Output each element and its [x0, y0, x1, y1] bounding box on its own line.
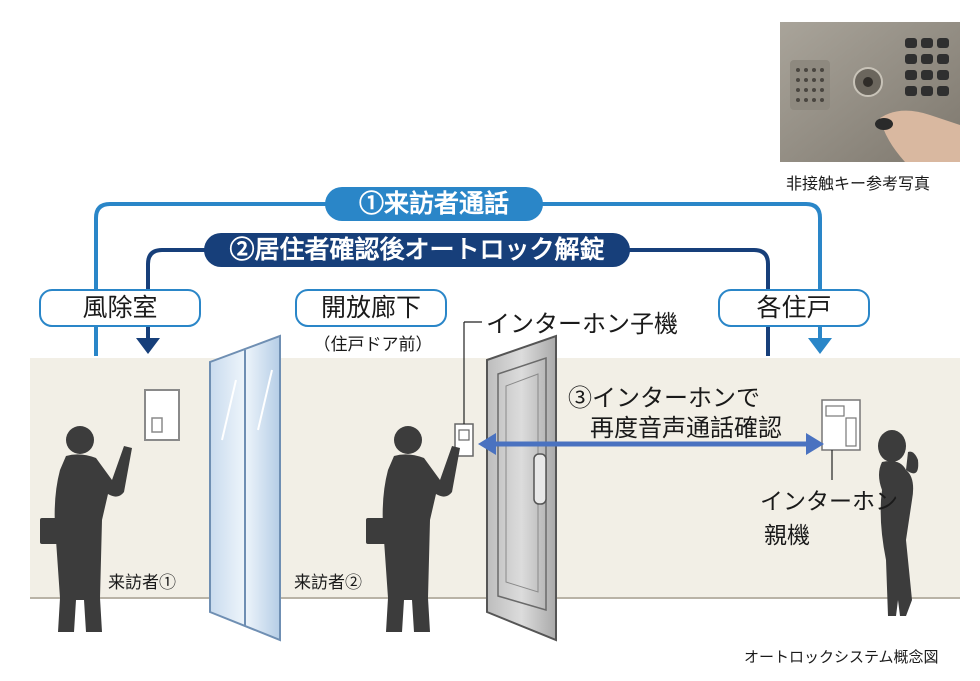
visitor1-label: 来訪者①	[108, 573, 176, 593]
zone-unit-label: 各住戸	[756, 293, 832, 322]
flow3-label-line1: ③インターホンで	[568, 384, 760, 412]
flow3-label-line2: 再度音声通話確認	[590, 414, 782, 442]
diagram-caption: オートロックシステム概念図	[744, 648, 939, 666]
slave-intercom	[454, 321, 482, 457]
entrance-panel	[144, 389, 180, 441]
photo-caption: 非接触キー参考写真	[786, 174, 931, 193]
glass-door	[209, 334, 281, 642]
visitor1-silhouette	[40, 426, 132, 632]
flow2-pill	[204, 233, 630, 267]
flow2-arrowhead	[136, 338, 160, 354]
visitor2-silhouette	[366, 426, 460, 632]
zone-vestibule-label: 風除室	[82, 293, 158, 322]
master-intercom-label-line2: 親機	[764, 523, 810, 549]
keyless-photo	[780, 22, 960, 162]
flow3-arrow	[478, 433, 824, 455]
zone-box-unit	[718, 289, 870, 327]
resident-silhouette	[878, 430, 919, 616]
unit-door	[486, 334, 557, 642]
master-intercom	[821, 399, 861, 480]
flow1-path	[94, 202, 822, 356]
zone-box-vestibule	[39, 289, 201, 327]
flow1-pill	[325, 187, 543, 221]
zone-corridor-sublabel: （住戸ドア前）	[313, 335, 433, 355]
slave-intercom-label: インターホン子機	[486, 310, 678, 338]
zone-box-corridor	[295, 289, 447, 327]
flow1-arrowhead	[808, 338, 832, 354]
master-intercom-label-line1: インターホン	[760, 489, 898, 515]
flow1-label: ①来訪者通話	[358, 189, 509, 218]
flow2-label: ②居住者確認後オートロック解錠	[229, 235, 605, 264]
zone-corridor-label: 開放廊下	[320, 293, 421, 322]
visitor2-label: 来訪者②	[294, 573, 362, 593]
